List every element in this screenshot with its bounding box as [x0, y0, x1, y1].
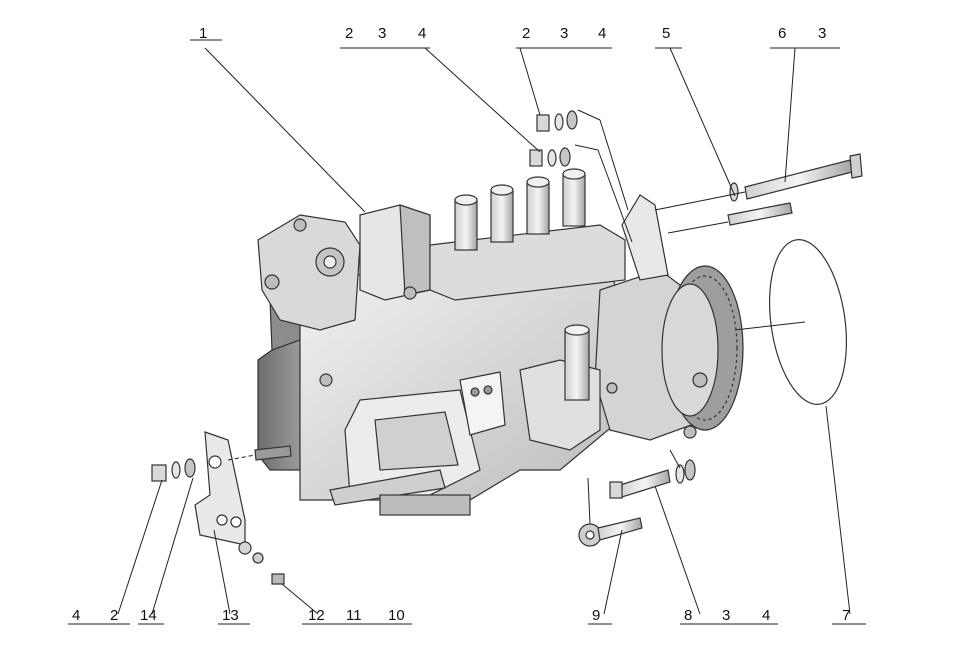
callout-9: 9	[592, 607, 600, 624]
callout-number: 10	[388, 607, 405, 624]
callout-13: 13	[222, 607, 239, 624]
callout-number: 2	[110, 607, 118, 624]
callout-number: 6	[778, 25, 786, 42]
callout-number: 4	[762, 607, 770, 624]
bolt-with-washers-bottom	[609, 459, 696, 499]
callout-number: 9	[592, 607, 600, 624]
banjo-fitting	[578, 517, 643, 547]
nuts-and-washers-top	[529, 110, 578, 167]
callout-8-3-4: 8 3 4	[684, 607, 770, 624]
callout-number: 7	[842, 607, 850, 624]
callout-2-3-4-left: 2 3 4	[345, 25, 426, 42]
callout-number: 14	[140, 607, 157, 624]
delivery-valves	[454, 168, 586, 251]
callout-2-3-4-right: 2 3 4	[522, 25, 606, 42]
leader-lines	[68, 39, 866, 625]
callout-number: 4	[418, 25, 426, 42]
callout-number: 5	[662, 25, 670, 42]
callout-6-3: 6 3	[778, 25, 826, 42]
callout-number: 12	[308, 607, 325, 624]
small-fittings	[238, 541, 285, 585]
bracket-with-hardware	[151, 431, 292, 546]
callout-number: 3	[722, 607, 730, 624]
callout-number: 8	[684, 607, 692, 624]
o-ring	[768, 239, 848, 405]
callout-number: 3	[378, 25, 386, 42]
long-bolt	[729, 153, 863, 202]
callout-number: 2	[522, 25, 530, 42]
callout-number: 3	[818, 25, 826, 42]
stud	[727, 202, 793, 226]
callout-5: 5	[662, 25, 670, 42]
callout-12-11-10: 12 11 10	[308, 607, 405, 624]
callout-number: 13	[222, 607, 239, 624]
callout-number: 4	[72, 607, 80, 624]
callout-7: 7	[842, 607, 850, 624]
callout-number: 3	[560, 25, 568, 42]
callout-number: 2	[345, 25, 353, 42]
callout-number: 11	[346, 607, 362, 624]
callout-14: 14	[140, 607, 157, 624]
callout-1: 1	[199, 25, 207, 42]
callout-number: 4	[598, 25, 606, 42]
callout-number: 1	[199, 25, 207, 42]
callout-4-2: 4 2	[72, 607, 118, 624]
injection-pump-body	[257, 168, 744, 516]
